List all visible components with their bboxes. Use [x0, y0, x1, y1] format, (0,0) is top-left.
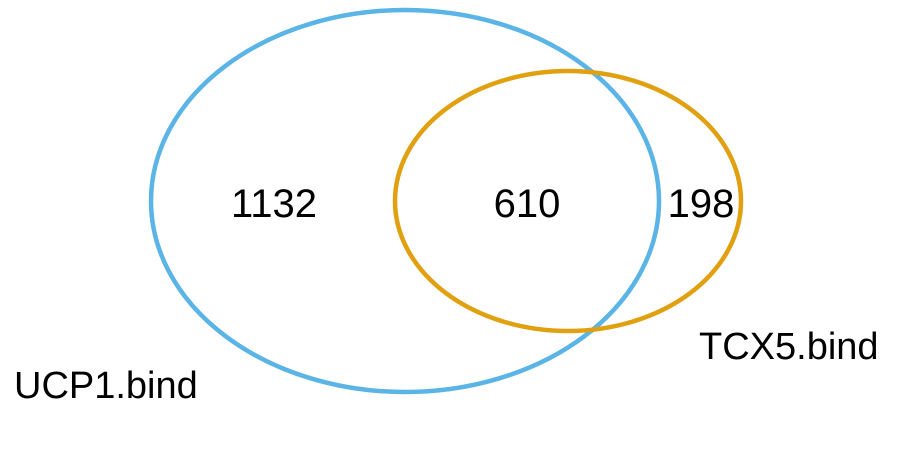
region-count-ucp1-only: 1132 — [231, 182, 317, 226]
region-count-tcx5-only: 198 — [668, 182, 735, 226]
set-circle-ucp1 — [148, 7, 662, 395]
region-count-intersection: 610 — [494, 182, 561, 226]
set-label-tcx5: TCX5.bind — [699, 326, 879, 368]
set-circle-tcx5 — [392, 68, 744, 334]
set-label-ucp1: UCP1.bind — [14, 365, 198, 407]
